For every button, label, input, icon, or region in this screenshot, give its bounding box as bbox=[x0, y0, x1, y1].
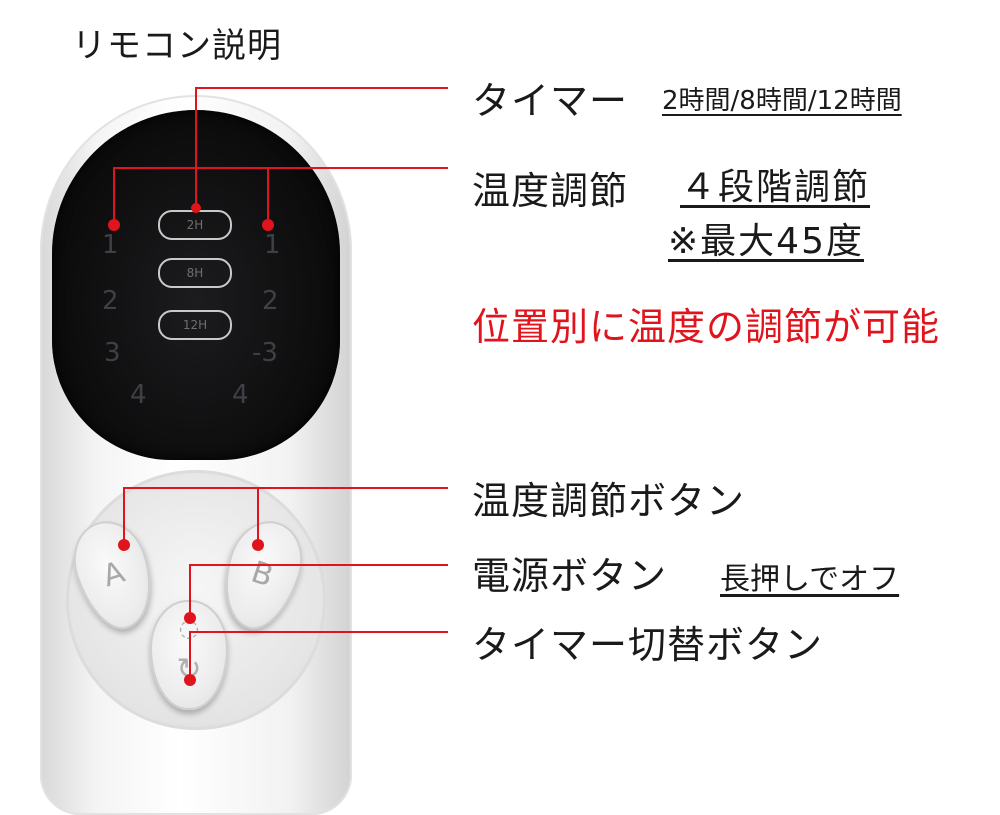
power-dot bbox=[184, 612, 196, 624]
page-title: リモコン説明 bbox=[72, 26, 282, 66]
label-timer: タイマー bbox=[472, 79, 629, 123]
button-b-dot bbox=[252, 539, 264, 551]
timer-dot bbox=[191, 203, 201, 213]
timer-8h-indicator: 8H bbox=[158, 258, 232, 288]
callout-lines bbox=[108, 87, 448, 686]
left-level-2: 2 bbox=[102, 286, 119, 316]
left-level-1: 1 bbox=[102, 230, 119, 260]
label-temp: 温度調節 bbox=[472, 169, 629, 213]
label-timer-switch: タイマー切替ボタン bbox=[472, 623, 824, 667]
note-power-off: 長押しでオフ bbox=[720, 562, 900, 597]
note-temp-max: ※最大45度 bbox=[668, 221, 864, 262]
note-temp-levels: ４段階調節 bbox=[680, 167, 871, 208]
note-timer-options: 2時間/8時間/12時間 bbox=[662, 86, 902, 116]
timer-switch-dot bbox=[184, 674, 196, 686]
right-level-2: 2 bbox=[262, 286, 279, 316]
timer-12h-indicator: 12H bbox=[158, 310, 232, 340]
left-level-4: 4 bbox=[130, 380, 147, 410]
temp-right-dot bbox=[262, 219, 274, 231]
left-level-3: 3 bbox=[104, 338, 121, 368]
label-temp-button: 温度調節ボタン bbox=[472, 479, 746, 523]
label-power-button: 電源ボタン bbox=[472, 554, 668, 598]
right-level-4: 4 bbox=[232, 380, 249, 410]
right-level-3: -3 bbox=[252, 338, 278, 368]
right-level-1: 1 bbox=[264, 230, 281, 260]
temp-left-dot bbox=[108, 219, 120, 231]
button-a-dot bbox=[118, 539, 130, 551]
note-temp-by-position: 位置別に温度の調節が可能 bbox=[472, 305, 941, 349]
